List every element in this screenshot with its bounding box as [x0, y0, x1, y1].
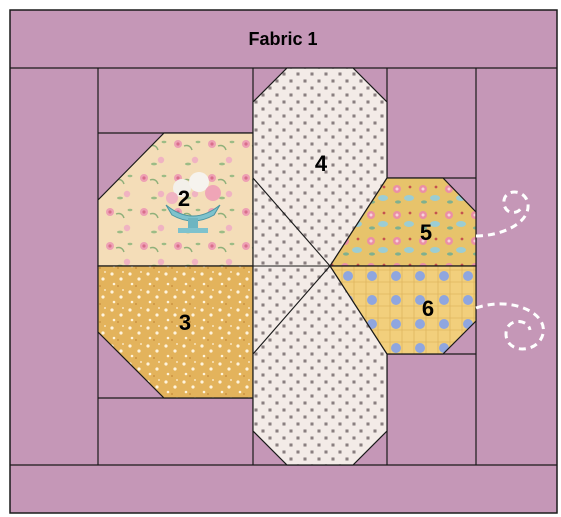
- header-label: Fabric 1: [248, 29, 317, 49]
- piece-label-2: 2: [178, 186, 190, 211]
- piece-label-4: 4: [315, 151, 328, 176]
- piece-label-5: 5: [420, 220, 432, 245]
- piece-label-6: 6: [422, 296, 434, 321]
- piece-label-3: 3: [179, 310, 191, 335]
